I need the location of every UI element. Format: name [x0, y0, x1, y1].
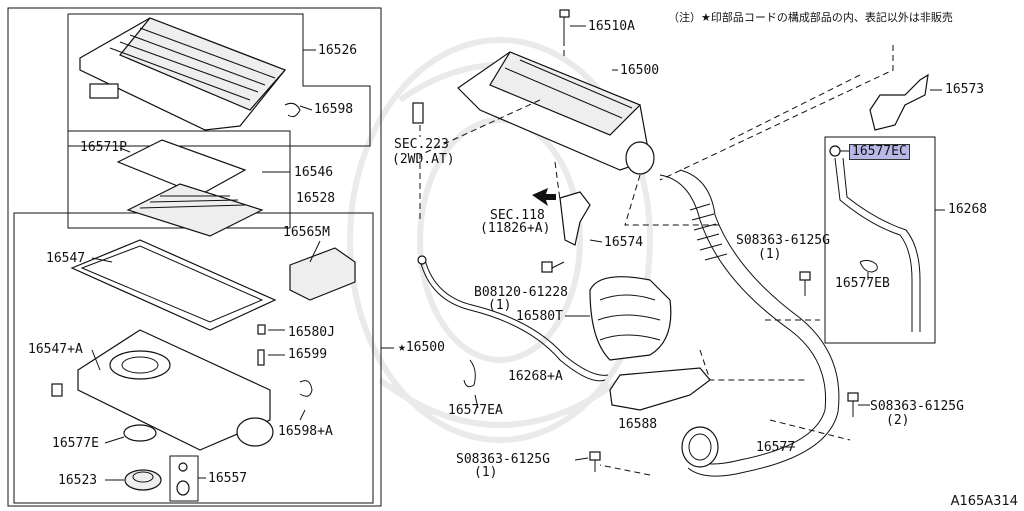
label-16557: 16557 [208, 471, 248, 486]
label-16574: 16574 [604, 235, 644, 250]
label-16577EC-highlighted[interactable]: 16577EC [849, 144, 910, 160]
label-16526: 16526 [318, 43, 358, 58]
label-sec118-sub: (11826+A) [480, 221, 551, 236]
label-sec223-sub: (2WD.AT) [392, 152, 455, 167]
label-s08363-b: S08363-6125G [456, 452, 550, 467]
air-cleaner-assembly-drawing [457, 51, 655, 175]
label-16528: 16528 [296, 191, 336, 206]
air-cleaner-cover-drawing [79, 17, 301, 131]
label-16547A: 16547+A [28, 342, 83, 357]
label-16500: 16500 [620, 63, 660, 78]
label-16580T: 16580T [516, 309, 563, 324]
label-s08363-b-qty: (1) [474, 465, 498, 480]
label-16546: 16546 [294, 165, 334, 180]
label-b08120-qty: (1) [488, 298, 512, 313]
label-16598: 16598 [314, 102, 354, 117]
label-s08363-a-qty: (1) [758, 247, 782, 262]
label-16523: 16523 [58, 473, 98, 488]
filter-element-drawing [116, 139, 264, 237]
label-16571P: 16571P [80, 140, 127, 155]
label-16577E: 16577E [52, 436, 99, 451]
label-16547: 16547 [46, 251, 86, 266]
kit-frame [7, 7, 382, 507]
label-s08363-c-qty: (2) [886, 413, 910, 428]
bracket-16573-drawing [869, 73, 929, 131]
label-16577EB: 16577EB [835, 276, 890, 291]
filter-box [67, 130, 291, 229]
label-16268A: 16268+A [508, 369, 563, 384]
label-16268: 16268 [948, 202, 988, 217]
label-16580J: 16580J [288, 325, 335, 340]
intake-duct-drawing [659, 169, 840, 477]
resonator-block-drawing [289, 247, 356, 301]
label-sec118: SEC.118 [490, 208, 545, 223]
label-16599: 16599 [288, 347, 328, 362]
bracket-drawing [559, 191, 591, 246]
note-text: （注）★印部品コードの構成部品の内、表記以外は非販売 [668, 11, 953, 24]
gasket-drawing [70, 239, 277, 331]
diagram-code: A165A314 [950, 494, 1018, 509]
label-s08363-c: S08363-6125G [870, 399, 964, 414]
label-sec223: SEC.223 [394, 137, 449, 152]
label-16577EA: 16577EA [448, 403, 503, 418]
pipe-box [824, 136, 936, 344]
label-16588: 16588 [618, 417, 658, 432]
pipe-drawing [834, 157, 913, 332]
label-b08120: B08120-61228 [474, 285, 568, 300]
air-cleaner-body-drawing [51, 329, 274, 451]
label-16577: 16577 [756, 440, 796, 455]
seal-ring-drawing [124, 469, 162, 491]
clamp-drawing [123, 424, 157, 442]
label-16573: 16573 [945, 82, 985, 97]
label-16510A: 16510A [588, 19, 635, 34]
resonator-drawing [589, 276, 672, 361]
label-16565M: 16565M [283, 225, 330, 240]
label-16500-star: ★16500 [398, 340, 445, 355]
bracket-16588-drawing [609, 367, 711, 411]
label-s08363-a: S08363-6125G [736, 233, 830, 248]
vacuum-hose-drawing [419, 259, 606, 382]
label-16598A: 16598+A [278, 424, 333, 439]
